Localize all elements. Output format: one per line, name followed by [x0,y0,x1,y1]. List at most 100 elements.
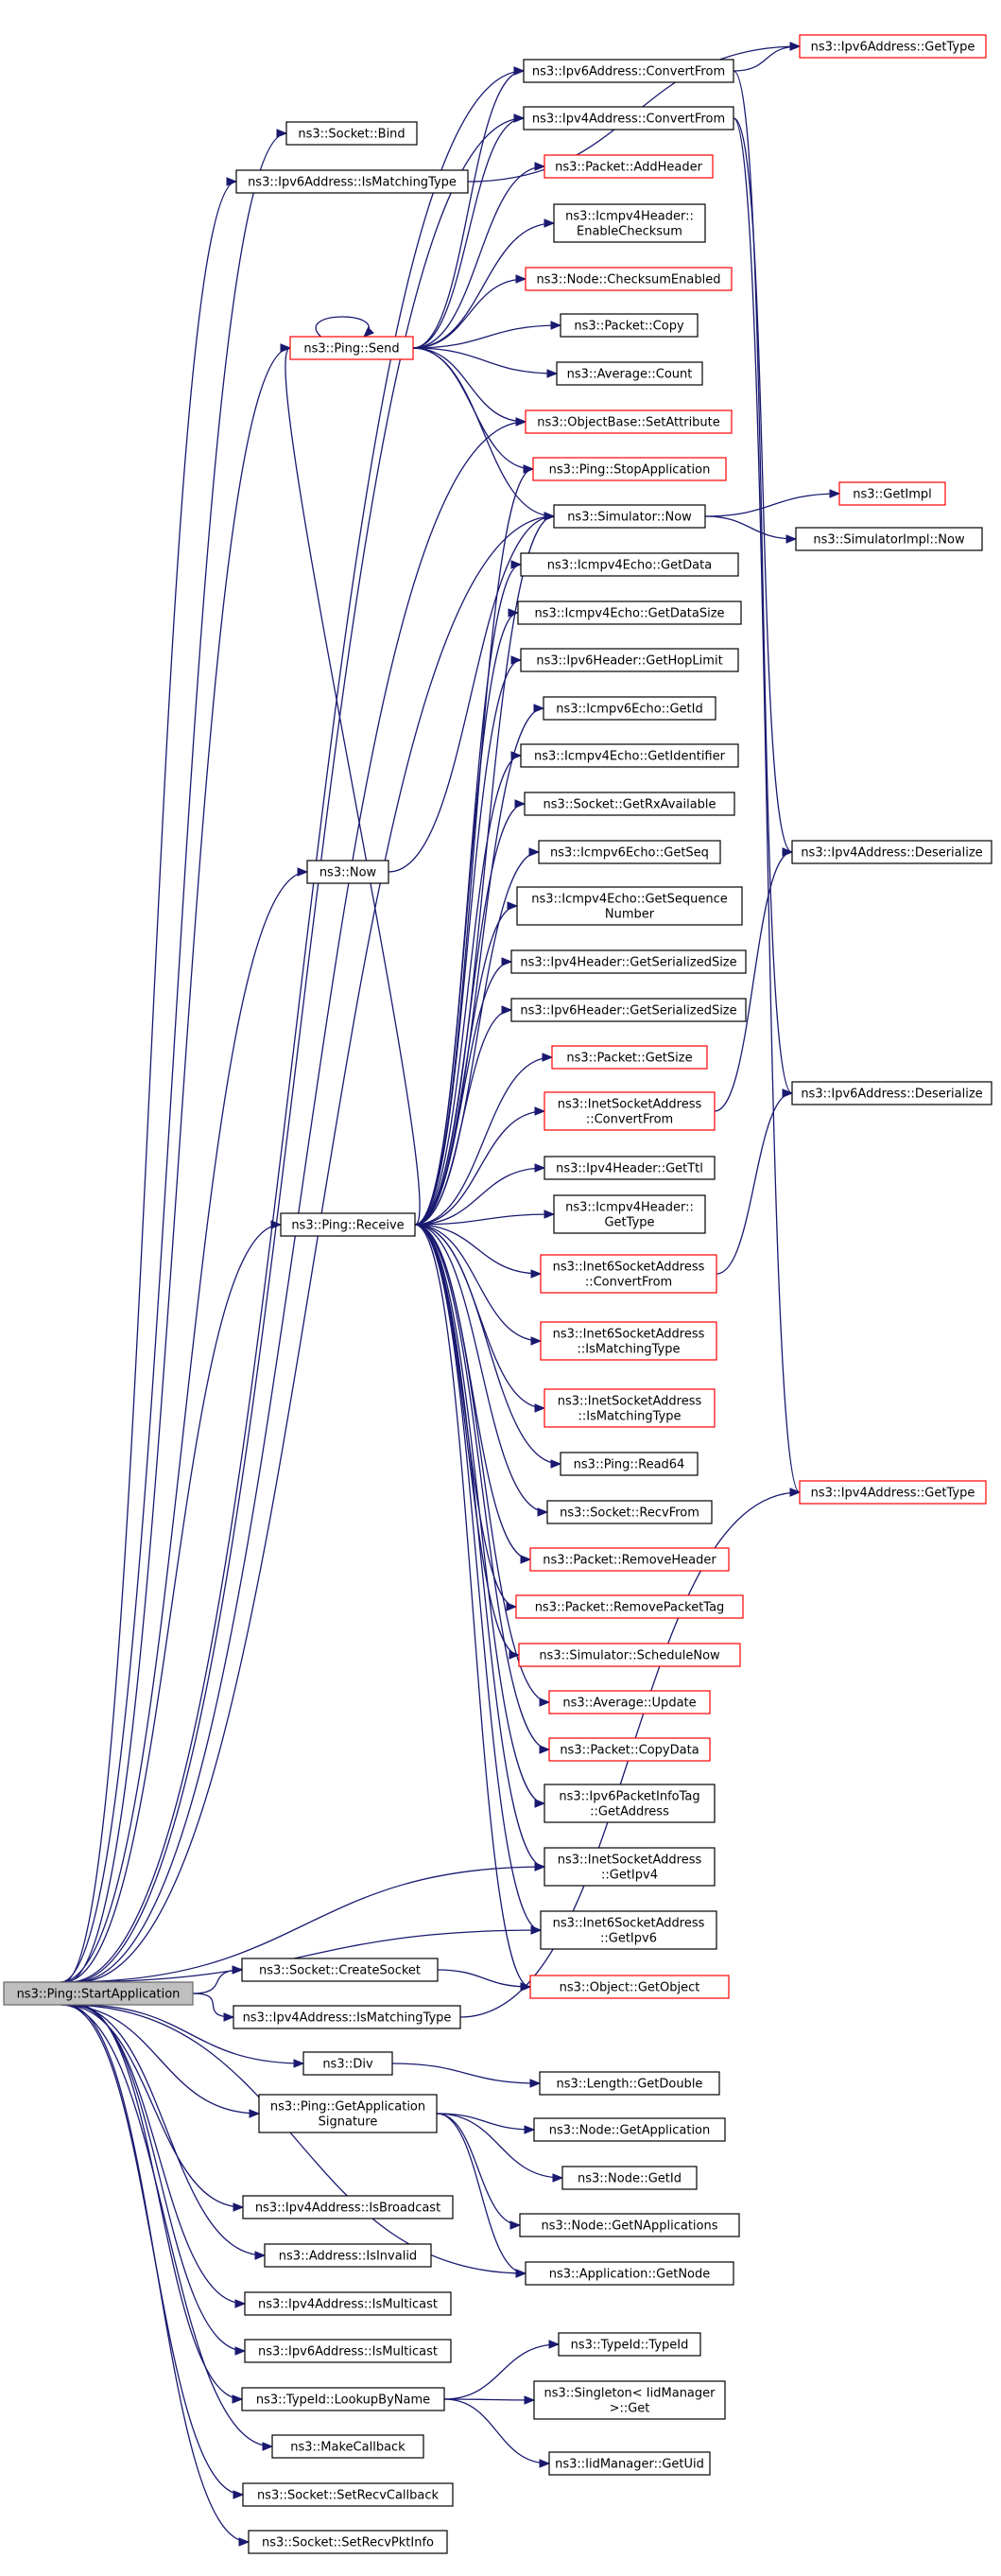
node-ipv4addr-ismulticast[interactable]: ns3::Ipv4Address::IsMulticast [244,2291,452,2316]
node-label: ns3::Socket::GetRxAvailable [543,798,716,812]
node-ipv6hdr-getserialsize[interactable]: ns3::Ipv6Header::GetSerializedSize [510,998,747,1022]
node-icmpv4echo-getdatasize[interactable]: ns3::Icmpv4Echo::GetDataSize [517,600,742,625]
node-box [544,1091,716,1131]
node-typeid-lookup[interactable]: ns3::TypeId::LookupByName [241,2387,445,2411]
node-ping-receive[interactable]: ns3::Ping::Receive [280,1212,416,1237]
node-label: ns3::Socket::RecvFrom [560,1506,699,1521]
node-ping-stopapp[interactable]: ns3::Ping::StopApplication [532,457,727,481]
edge-ping_send-to-ping_send [315,316,369,337]
node-inetsock-getipv4[interactable]: ns3::InetSocketAddress::GetIpv4 [544,1847,716,1887]
edge-path [412,71,524,349]
node-typeid-typeid[interactable]: ns3::TypeId::TypeId [558,2332,701,2357]
node-singleton-get[interactable]: ns3::Singleton< IidManager >::Get [533,2380,726,2420]
node-ipv6pkttag-getaddr[interactable]: ns3::Ipv6PacketInfoTag::GetAddress [544,1784,716,1823]
node-inet6sock-ismatch[interactable]: ns3::Inet6SocketAddress::IsMatchingType [540,1321,717,1361]
node-iidmgr-getuid[interactable]: ns3::IidManager::GetUid [548,2451,711,2476]
edge-path [65,1867,544,1983]
node-objbase-setattr[interactable]: ns3::ObjectBase::SetAttribute [525,409,733,434]
node-app-getnode[interactable]: ns3::Application::GetNode [525,2261,734,2286]
edge-root-to-makecallback [60,2004,272,2446]
edge-root-to-ipv4addr_ismatch [192,1993,233,2017]
node-sim-now[interactable]: ns3::Simulator::Now [553,504,706,529]
edge-path [77,2004,303,2063]
node-ns3-now[interactable]: ns3::Now [306,860,389,884]
edge-path [62,182,236,1983]
node-packet-addheader[interactable]: ns3::Packet::AddHeader [544,154,714,179]
node-socket-recvfrom[interactable]: ns3::Socket::RecvFrom [546,1500,713,1524]
node-ipv4addr-gettype[interactable]: ns3::Ipv4Address::GetType [799,1480,987,1505]
node-node-chkenabled[interactable]: ns3::Node::ChecksumEnabled [525,267,733,291]
node-inetsock-convert[interactable]: ns3::InetSocketAddress::ConvertFrom [544,1091,716,1131]
node-ns3-div[interactable]: ns3::Div [302,2051,393,2076]
node-length-getdouble[interactable]: ns3::Length::GetDouble [539,2071,720,2096]
node-ipv4addr-deserialize[interactable]: ns3::Ipv4Address::Deserialize [791,840,992,864]
node-icmpv4echo-getdata[interactable]: ns3::Icmpv4Echo::GetData [520,552,739,577]
node-ipv6addr-ismulticast[interactable]: ns3::Ipv6Address::IsMulticast [244,2339,452,2363]
node-inet6sock-convert[interactable]: ns3::Inet6SocketAddress::ConvertFrom [540,1254,717,1294]
edge-path [414,1224,549,1702]
node-label: ns3::Ipv6Address::GetType [811,41,975,55]
node-packet-removeheader[interactable]: ns3::Packet::RemoveHeader [529,1547,730,1572]
node-ipv4addr-isbroadcast[interactable]: ns3::Ipv4Address::IsBroadcast [242,2195,454,2219]
node-packet-getsize[interactable]: ns3::Packet::GetSize [551,1045,708,1070]
node-ipv4hdr-getttl[interactable]: ns3::Ipv4Header::GetTtl [544,1156,716,1180]
node-ipv4addr-ismatch[interactable]: ns3::Ipv4Address::IsMatchingType [233,2005,461,2029]
node-ping-send[interactable]: ns3::Ping::Send [289,336,414,360]
node-inet6sock-getipv6[interactable]: ns3::Inet6SocketAddress::GetIpv6 [540,1910,717,1950]
edge-ipv6_convert-to-ipv6addr_deserialize [733,70,793,1093]
node-icmpv6echo-getseq[interactable]: ns3::Icmpv6Echo::GetSeq [538,840,721,864]
node-box [791,840,992,864]
edge-root-to-addr_isinvalid [68,2004,265,2255]
node-packet-removepackettag[interactable]: ns3::Packet::RemovePacketTag [515,1594,744,1619]
node-box [544,1388,716,1428]
node-socket-getrxavail[interactable]: ns3::Socket::GetRxAvailable [524,792,735,816]
node-object-getobject[interactable]: ns3::Object::GetObject [529,1975,730,1999]
node-addr-isinvalid[interactable]: ns3::Address::IsInvalid [264,2243,432,2268]
node-label: ns3::Inet6SocketAddress [553,1328,705,1342]
edge-path [60,872,307,1983]
node-packet-copydata[interactable]: ns3::Packet::CopyData [548,1737,711,1762]
node-icmpv4-enablechk[interactable]: ns3::Icmpv4Header::EnableChecksum [553,203,706,243]
node-label: ns3::Node::ChecksumEnabled [537,273,721,287]
node-socket-setrecvcb[interactable]: ns3::Socket::SetRecvCallback [242,2482,454,2507]
node-label: ns3::Ping::StopApplication [549,463,711,478]
node-sim-schedulenow[interactable]: ns3::Simulator::ScheduleNow [518,1643,741,1667]
node-ipv6-gettype[interactable]: ns3::Ipv6Address::GetType [799,34,987,59]
node-box [533,2117,726,2142]
node-makecallback[interactable]: ns3::MakeCallback [271,2434,424,2459]
node-socket-create[interactable]: ns3::Socket::CreateSocket [241,1958,439,1982]
node-box [532,457,727,481]
node-average-count[interactable]: ns3::Average::Count [556,361,703,386]
node-average-update[interactable]: ns3::Average::Update [548,1690,711,1714]
node-getimpl[interactable]: ns3::GetImpl [838,481,946,506]
node-socket-bind[interactable]: ns3::Socket::Bind [285,121,418,146]
node-inetsock-ismatch[interactable]: ns3::InetSocketAddress::IsMatchingType [544,1388,716,1428]
node-packet-copy[interactable]: ns3::Packet::Copy [560,313,699,338]
node-ping-read64[interactable]: ns3::Ping::Read64 [560,1452,699,1476]
node-root[interactable]: ns3::Ping::StartApplication [3,1981,194,2006]
edge-ipv4_convert-to-ipv4addr_gettype [733,117,801,1492]
edge-path [71,2004,245,2304]
node-ipv6-ismatch[interactable]: ns3::Ipv6Address::IsMatchingType [235,169,469,194]
node-icmpv4hdr-gettype[interactable]: ns3::Icmpv4Header::GetType [553,1194,706,1234]
node-box [241,2387,445,2411]
node-ipv4hdr-getserialsize[interactable]: ns3::Ipv4Header::GetSerializedSize [510,949,747,974]
node-label: ns3::Ipv4Address::Deserialize [801,846,982,861]
node-node-getapp[interactable]: ns3::Node::GetApplication [533,2117,726,2142]
node-icmpv4echo-getidentifier[interactable]: ns3::Icmpv4Echo::GetIdentifier [520,743,739,768]
node-node-getid[interactable]: ns3::Node::GetId [561,2166,698,2190]
node-socket-setrecvpktinfo[interactable]: ns3::Socket::SetRecvPktInfo [248,2530,448,2554]
node-node-getnapps[interactable]: ns3::Node::GetNApplications [519,2213,740,2237]
node-icmpv6echo-getid[interactable]: ns3::Icmpv6Echo::GetId [543,696,716,721]
edge-ping_receive-to-socket_recvfrom [414,1224,547,1512]
node-ipv6hdr-gethoplimit[interactable]: ns3::Ipv6Header::GetHopLimit [520,648,739,672]
node-ipv6addr-deserialize[interactable]: ns3::Ipv6Address::Deserialize [791,1081,992,1105]
nodes-layer: ns3::Ping::StartApplicationns3::Socket::… [3,34,992,2554]
edge-path [414,613,519,1226]
node-box [519,2213,740,2237]
node-simimpl-now[interactable]: ns3::SimulatorImpl::Now [795,527,983,551]
node-ipv6-convert[interactable]: ns3::Ipv6Address::ConvertFrom [523,59,734,83]
node-ipv4-convert[interactable]: ns3::Ipv4Address::ConvertFrom [523,106,734,131]
